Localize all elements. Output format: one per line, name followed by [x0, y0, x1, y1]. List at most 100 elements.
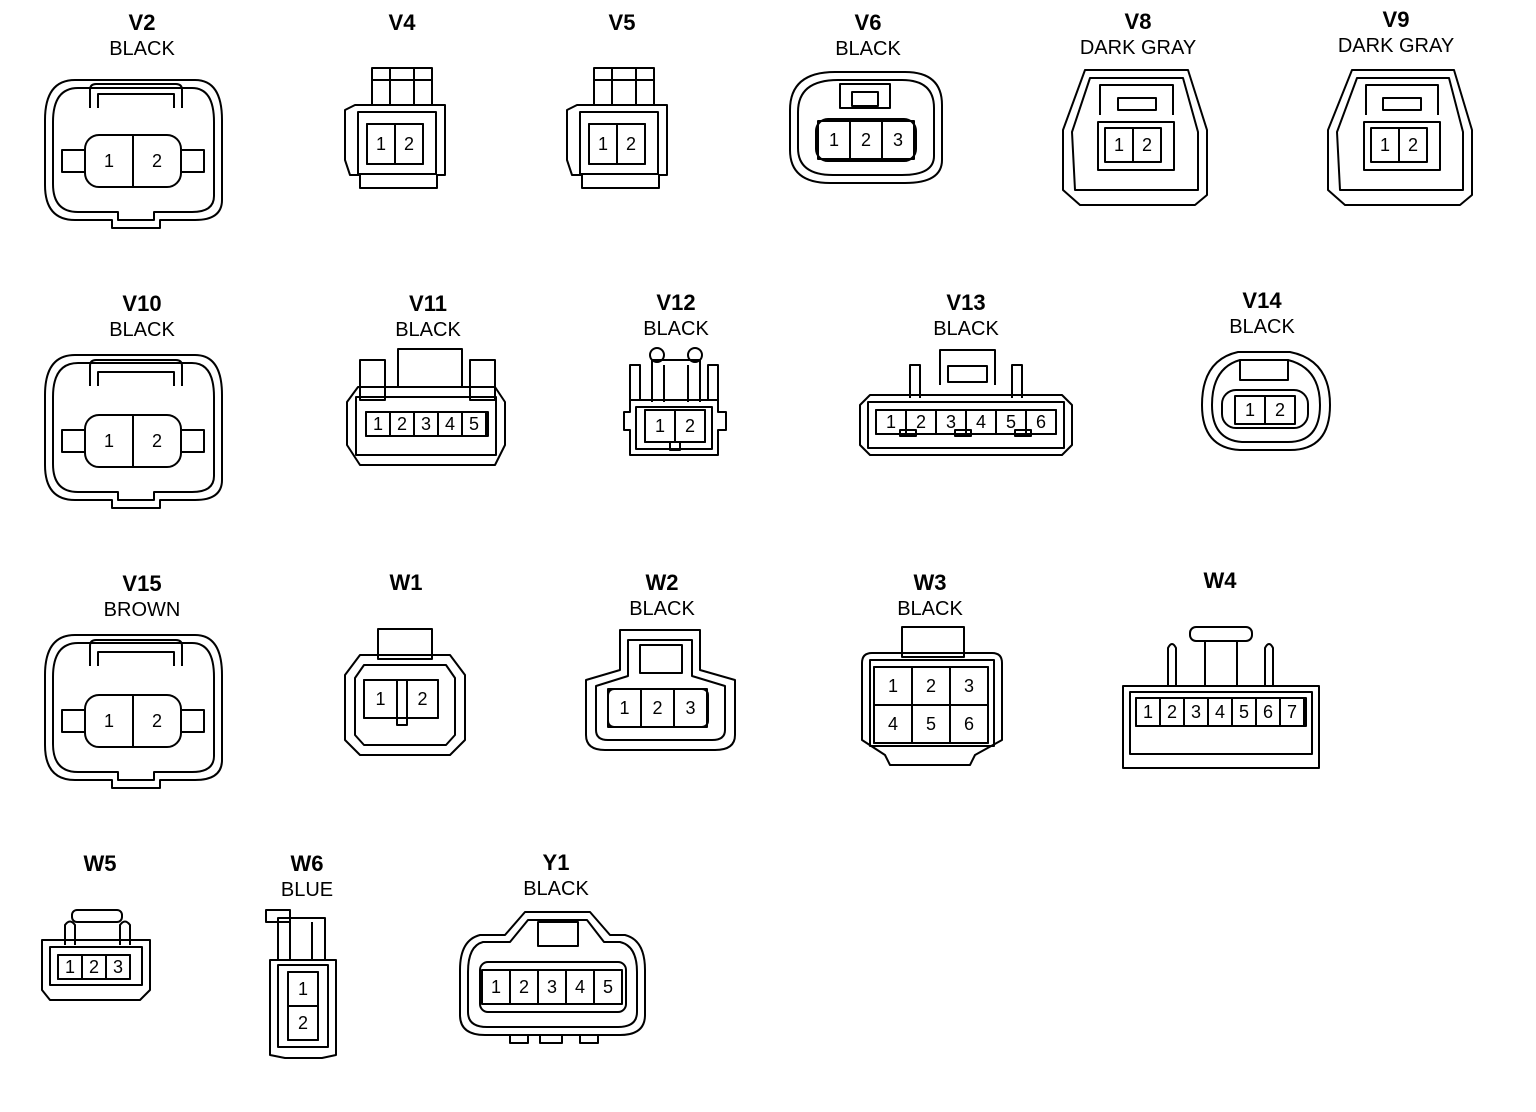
- pin-box: [949, 704, 989, 744]
- contact-cavity: [815, 118, 917, 162]
- connector-id: W5: [83, 851, 117, 876]
- pin-cell: 1: [644, 409, 676, 443]
- connector-id: W2: [645, 570, 679, 595]
- lock-tab: [1365, 84, 1439, 115]
- pin-number: 5: [1239, 702, 1249, 722]
- housing-inner: [52, 87, 215, 221]
- contact-cavity: [479, 961, 627, 1013]
- pin-cell: 2: [389, 411, 415, 437]
- housing-outline: [344, 654, 466, 756]
- pin-number: 6: [1263, 702, 1273, 722]
- connector-id: V10: [122, 291, 162, 316]
- pin-box: [105, 954, 131, 980]
- lock-tab: [639, 644, 683, 674]
- pin-cell: 2: [509, 969, 539, 1005]
- housing-outline: [789, 71, 943, 184]
- pin-number: 2: [404, 134, 414, 154]
- housing-inner: [277, 964, 329, 1048]
- pin-number: 1: [1114, 135, 1124, 155]
- pin-number: 1: [1143, 702, 1153, 722]
- connector-id: V6: [854, 10, 882, 35]
- pin-cell: 6: [1025, 409, 1057, 435]
- pin-box: [1132, 127, 1162, 163]
- pin-cell: 1: [607, 688, 642, 728]
- housing-inner: [869, 659, 995, 747]
- pin-box: [1398, 127, 1428, 163]
- pin-number: 1: [104, 711, 114, 731]
- pin-number: 2: [1408, 135, 1418, 155]
- pin-box: [1279, 697, 1305, 727]
- side-post: [1167, 643, 1177, 686]
- side-key: [61, 149, 86, 173]
- pin-number: 2: [1142, 135, 1152, 155]
- pin-number: 2: [417, 689, 427, 709]
- pin-cell: 3: [537, 969, 567, 1005]
- pin-number: 2: [298, 1013, 308, 1033]
- pin-number: 2: [1167, 702, 1177, 722]
- latch: [1204, 640, 1238, 687]
- pin-number: 1: [886, 412, 896, 432]
- pin-cell: 2: [616, 123, 646, 165]
- connector-color: BLACK: [643, 318, 709, 340]
- pin-cell: 1: [365, 411, 391, 437]
- pin-cell: 2: [287, 1005, 319, 1041]
- side-post: [707, 364, 719, 400]
- lock-tab: [1099, 84, 1174, 115]
- connector-color: BROWN: [103, 599, 181, 621]
- connector-face-w3: [861, 626, 1003, 766]
- pin-number: 1: [376, 134, 386, 154]
- side-post: [909, 364, 921, 398]
- connector-color: BLACK: [395, 319, 461, 341]
- housing-inner: [579, 111, 659, 175]
- pin-number: 1: [655, 416, 665, 436]
- bottom-key: [509, 1034, 529, 1044]
- housing-outline: [861, 652, 1003, 766]
- pin-number: 3: [113, 957, 123, 977]
- housing-inner: [49, 946, 143, 986]
- pin-cell: 3: [881, 120, 915, 160]
- lock-tab: [397, 348, 463, 388]
- connector-color: BLACK: [835, 38, 901, 60]
- pin-number: 1: [1245, 400, 1255, 420]
- lock-tab: [71, 909, 123, 923]
- pin-cell: 1: [481, 969, 511, 1005]
- pin-cell: 2: [1264, 395, 1296, 425]
- housing-inner: [1129, 691, 1313, 755]
- connector-id: W1: [389, 570, 423, 595]
- lock-tab: [839, 83, 891, 109]
- side-key: [180, 429, 205, 453]
- lock-tab: [377, 628, 433, 660]
- pin-number: 1: [104, 151, 114, 171]
- housing-outline: [585, 629, 736, 751]
- housing-inner: [52, 362, 215, 501]
- connector-face-v13: [859, 349, 1073, 456]
- connector-face-v15: [44, 634, 223, 789]
- latch: [651, 359, 701, 402]
- side-post: [119, 920, 131, 945]
- connector-color: DARK GRAY: [1337, 35, 1455, 57]
- housing-outline: [859, 394, 1073, 456]
- pin-box: [461, 411, 487, 437]
- connector-color: BLACK: [897, 598, 963, 620]
- lock-tab-inner: [1382, 97, 1422, 111]
- side-post: [359, 359, 386, 401]
- contact-cavity: [1221, 389, 1309, 429]
- pin-cell: 3: [949, 666, 989, 706]
- pin-number: 6: [964, 714, 974, 734]
- housing-inner: [52, 642, 215, 781]
- side-post: [64, 920, 76, 945]
- latch-knob: [649, 347, 665, 363]
- lock-tab: [89, 639, 183, 666]
- pin-number: 2: [626, 134, 636, 154]
- pin-cell: 3: [105, 954, 131, 980]
- connector-color: BLUE: [280, 879, 334, 901]
- pin-cell: 2: [1398, 127, 1428, 163]
- housing-inner: [595, 639, 726, 741]
- housing-inner: [354, 664, 456, 746]
- housing-outline: [1062, 69, 1208, 206]
- connector-id: V13: [946, 290, 986, 315]
- connector-face-v8: [1062, 69, 1208, 206]
- side-key: [61, 709, 86, 733]
- pin-number: 1: [373, 414, 383, 434]
